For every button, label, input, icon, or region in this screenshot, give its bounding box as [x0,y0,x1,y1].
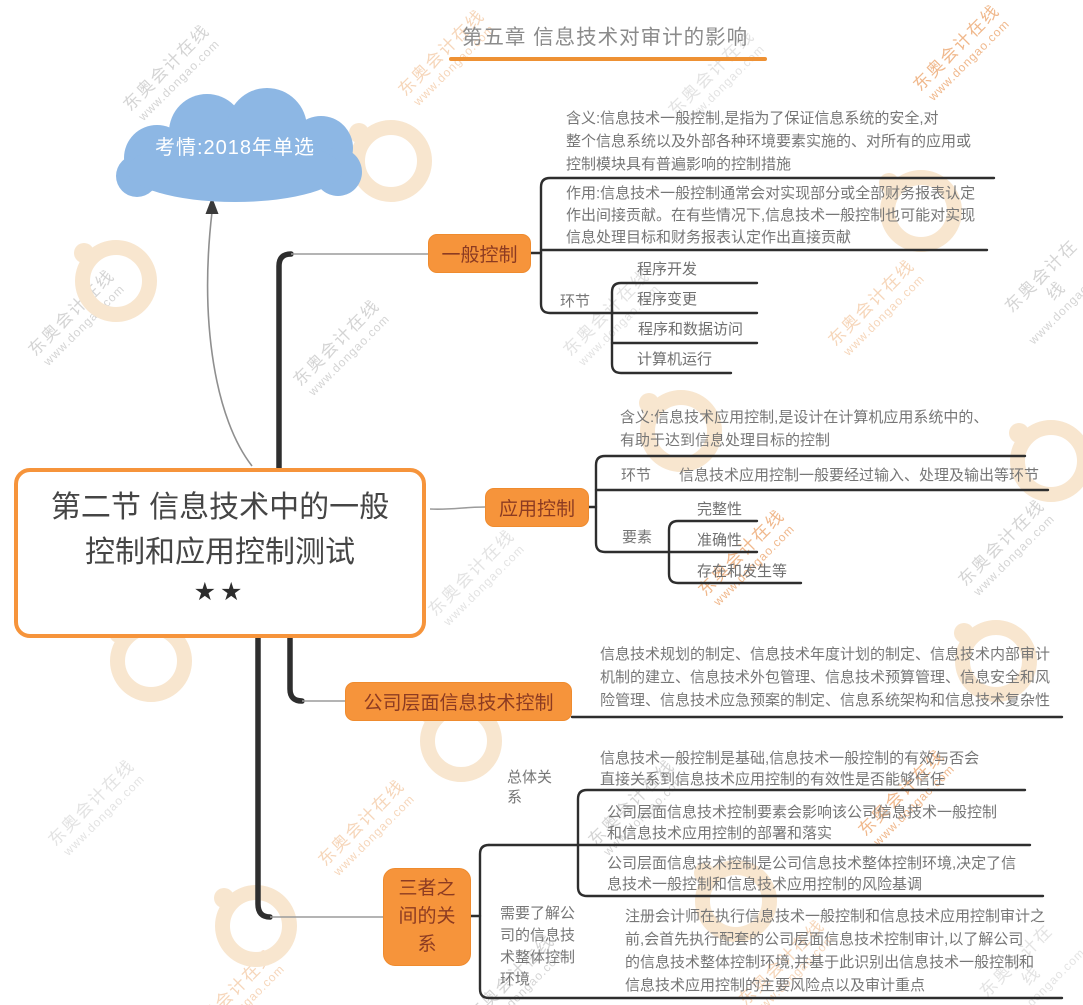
topic-company-level-it-control: 公司层面信息技术控制 [345,682,572,721]
element-completeness: 完整性 [697,501,743,518]
spine-branches [255,251,305,920]
topic-relationship-label: 三者之间的关系 [398,878,456,955]
overall-point-1: 信息技术一般控制是基础,信息技术一般控制的有效与否会 直接关系到信息技术应用控制… [600,750,980,788]
general-meaning: 含义:信息技术一般控制,是指为了保证信息系统的安全,对 整个信息系统以及外部各种… [566,110,972,173]
cloud-arrow-line [206,211,253,467]
understand-env-text: 注册会计师在执行信息技术一般控制和信息技术应用控制审计之 前,会首先执行配套的公… [625,908,1046,994]
application-elements-label: 要素 [622,529,653,546]
company-content: 信息技术规划的制定、信息技术年度计划的制定、信息技术内部审计 机制的建立、信息技… [600,646,1051,709]
element-accuracy: 准确性 [697,532,743,549]
overall-point-3: 公司层面信息技术控制是公司信息技术整体控制环境,决定了信 息技术一般控制和信息技… [607,855,1017,893]
topic-connectors [270,253,486,918]
chapter-title: 第五章 信息技术对审计的影响 [461,26,749,49]
application-stages-label: 环节 [621,467,652,484]
element-existence-occurrence: 存在和发生等 [697,563,788,580]
stage-program-data-access: 程序和数据访问 [638,321,744,338]
topic-relationship: 三者之间的关系 [383,868,471,966]
general-stages-label: 环节 [560,293,591,310]
stage-program-change: 程序变更 [637,291,698,308]
branch-brackets [468,176,1064,1000]
importance-stars: ★★ [193,578,247,606]
stage-program-development: 程序开发 [637,261,698,278]
topic-application-control: 应用控制 [485,488,589,527]
cloud-arrow-head [205,197,219,214]
cloud-shape [116,88,362,202]
general-function: 作用:信息技术一般控制通常会对实现部分或全部财务报表认定 作出间接贡献。在有些情… [566,185,976,246]
application-meaning: 含义:信息技术应用控制,是设计在计算机应用系统中的、 有助于达到信息处理目标的控… [620,409,989,449]
root-topic-title: 第二节 信息技术中的一般控制和应用控制测试 [50,491,390,569]
stage-computer-operation: 计算机运行 [637,351,713,368]
overall-point-2: 公司层面信息技术控制要素会影响该公司信息技术一般控制 和信息技术应用控制的部署和… [607,804,998,842]
exam-note: 考情:2018年单选 [154,137,316,159]
chapter-title-underline [449,57,767,61]
root-topic: 第二节 信息技术中的一般控制和应用控制测试 ★★ [14,468,426,638]
topic-general-control: 一般控制 [428,234,531,273]
understand-env-label: 需要了解公司的信息技术整体控制环境 [500,905,576,988]
overall-relation-label: 总体关系 [507,769,553,806]
application-stages-text: 信息技术应用控制一般要经过输入、处理及输出等环节 [679,467,1040,484]
